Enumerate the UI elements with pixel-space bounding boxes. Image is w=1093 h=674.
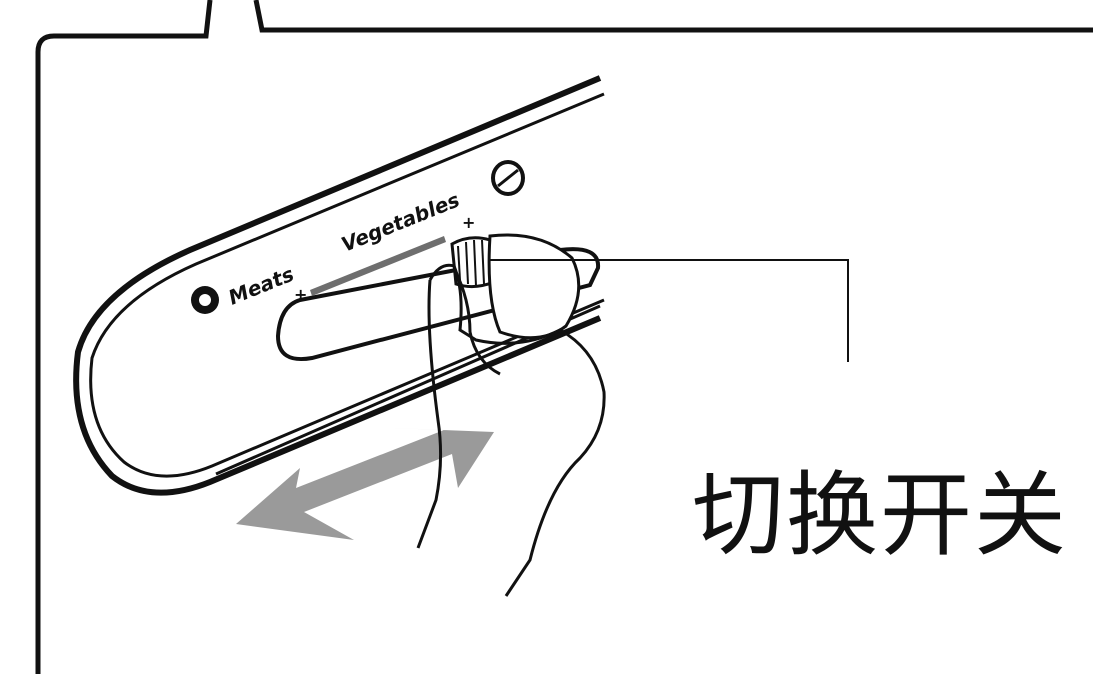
meats-icon — [191, 286, 219, 314]
frame-outline — [35, 0, 1093, 674]
label-meats: Meats — [225, 262, 298, 310]
callout-leader-line — [490, 259, 849, 362]
slide-direction-arrow — [236, 428, 494, 540]
label-plus-left: + — [294, 285, 307, 304]
setting-bar — [310, 236, 446, 296]
slider-knob — [450, 236, 496, 289]
vegetables-icon — [491, 160, 525, 196]
callout-label-switch: 切换开关 — [692, 462, 1069, 569]
label-plus-right: + — [462, 213, 475, 232]
